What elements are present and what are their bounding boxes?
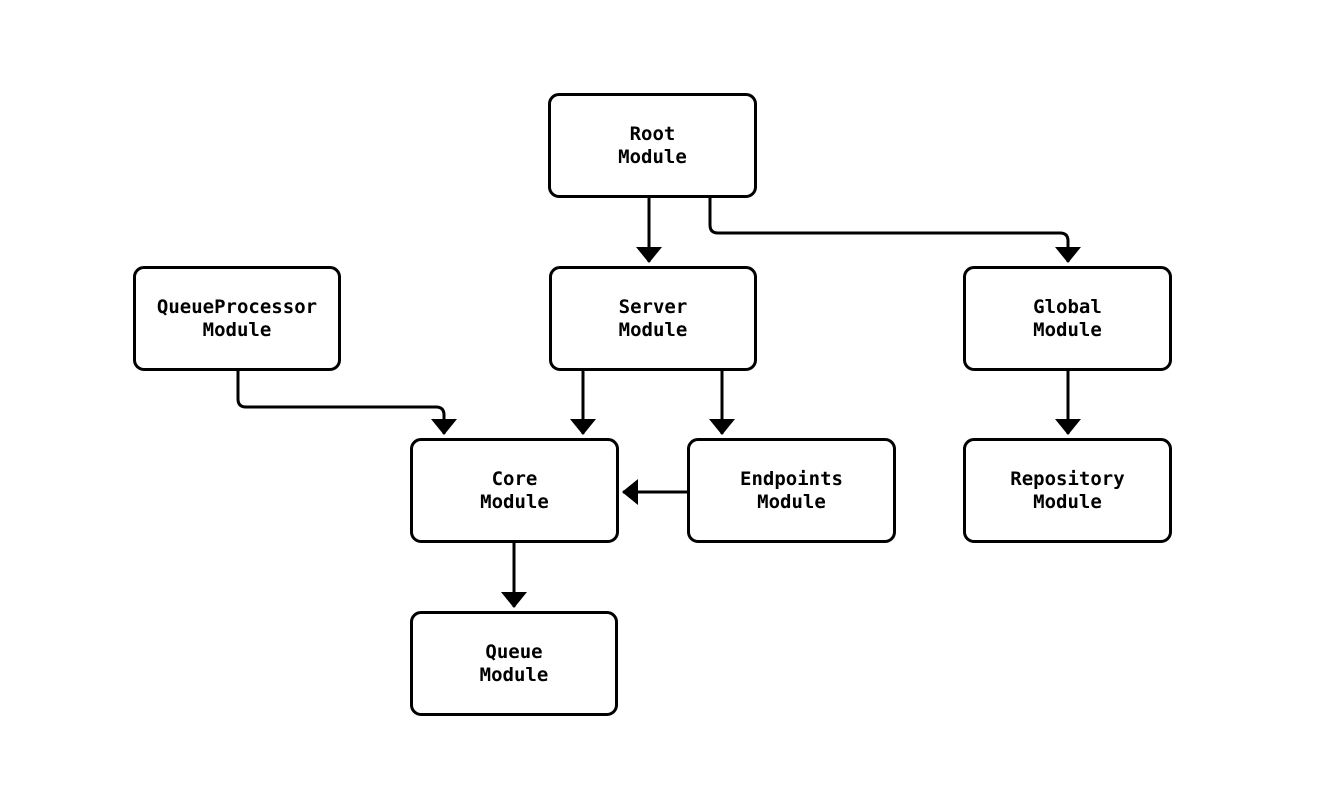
node-global-module: Global Module: [963, 266, 1172, 371]
node-core-module-label: Core Module: [480, 467, 549, 513]
node-endpoints-module-label: Endpoints Module: [740, 467, 843, 513]
edge-queueprocessor-to-core: [236, 371, 457, 435]
node-repository-module-label: Repository Module: [1010, 467, 1125, 513]
node-global-module-label: Global Module: [1033, 295, 1102, 341]
edge-root-to-global: [708, 198, 1081, 263]
node-queueprocessor-module-label: QueueProcessor Module: [156, 295, 318, 341]
node-queueprocessor-module: QueueProcessor Module: [133, 266, 341, 371]
node-queue-module-label: Queue Module: [479, 640, 549, 686]
node-root-module-label: Root Module: [618, 122, 687, 168]
node-server-module-label: Server Module: [618, 295, 688, 341]
node-core-module: Core Module: [410, 438, 619, 543]
node-queue-module: Queue Module: [410, 611, 618, 716]
node-endpoints-module: Endpoints Module: [687, 438, 896, 543]
node-repository-module: Repository Module: [963, 438, 1172, 543]
node-root-module: Root Module: [548, 93, 757, 198]
node-server-module: Server Module: [549, 266, 757, 371]
